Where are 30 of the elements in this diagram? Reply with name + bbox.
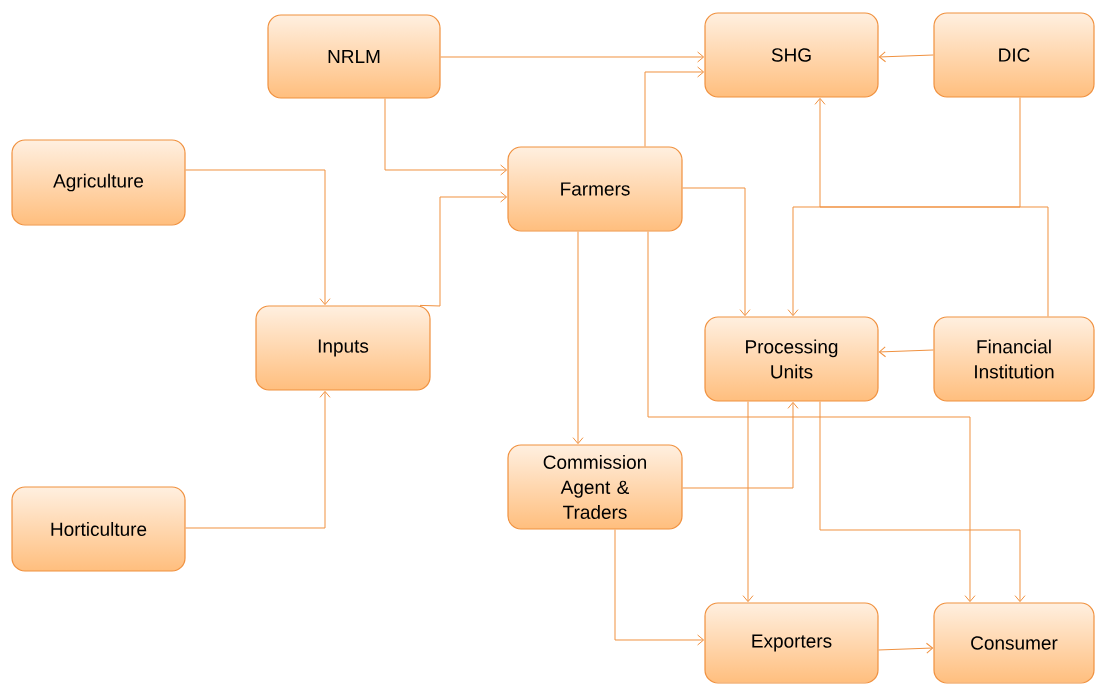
arrow [419,191,508,307]
arrow [185,169,331,306]
process-box: Agriculture [11,139,186,226]
arrow [644,66,705,147]
arrow [384,98,508,176]
arrow [878,346,934,358]
process-box: Processing Units [704,316,879,402]
arrow [185,390,331,529]
arrow [440,51,705,63]
process-box: Exporters [704,602,879,684]
arrow [742,401,754,603]
arrow [572,231,584,445]
process-box: SHG [704,12,879,98]
process-box: Financial Institution [933,316,1095,402]
arrow [878,642,934,654]
arrow [647,231,976,603]
process-box: NRLM [267,14,441,99]
arrow [682,401,799,489]
process-box: Consumer [933,602,1095,684]
process-box: Commission Agent & Traders [507,444,683,530]
arrow [819,401,1026,603]
arrow [614,529,705,646]
process-box: DIC [933,12,1095,98]
arrow [878,51,934,63]
process-box: Farmers [507,146,683,232]
arrow [814,97,1049,317]
process-box: Horticulture [11,486,186,572]
arrow [787,97,1021,317]
process-box: Inputs [255,305,431,391]
arrow [682,187,751,317]
